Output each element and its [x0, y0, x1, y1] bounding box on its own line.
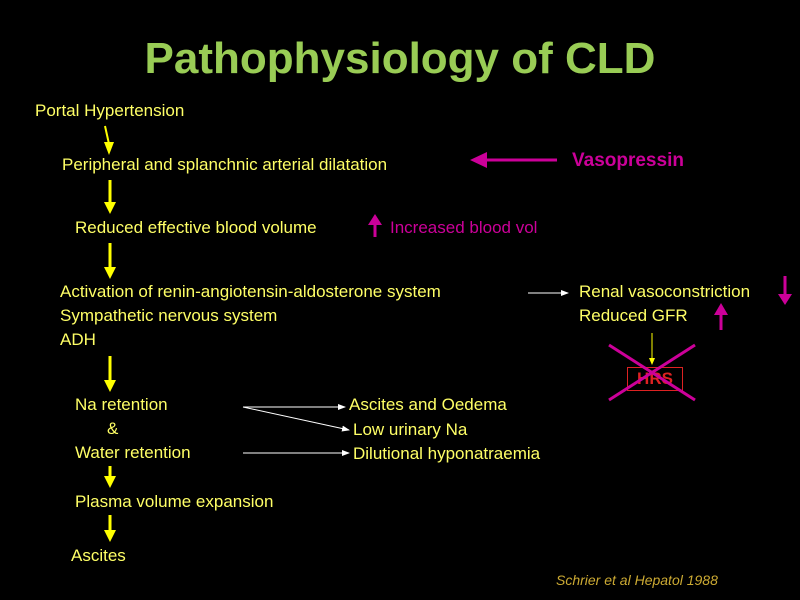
- flow-arrow-retention-to-plasma: [104, 466, 116, 488]
- renal-vasoconstriction-text: Renal vasoconstriction: [579, 282, 751, 301]
- flow-arrow-portal-to-dilatation: [104, 125, 114, 155]
- hrs-label: HRS: [637, 369, 673, 388]
- arrow-na-to-low-urinary-na: [242, 406, 350, 432]
- reduced-blood-volume-text: Reduced effective blood volume: [75, 218, 317, 237]
- flow-arrow-activation-to-retention: [104, 356, 116, 392]
- outcome-ascites-oedema: Ascites and Oedema: [349, 395, 507, 414]
- gfr-up-arrow-icon: [714, 303, 728, 330]
- slide-title: Pathophysiology of CLD: [144, 34, 656, 83]
- outcome-low-urinary-na: Low urinary Na: [353, 420, 468, 439]
- hrs-box: [627, 367, 683, 391]
- up-arrow-icon: [368, 214, 382, 237]
- citation: Schrier et al Hepatol 1988: [556, 572, 718, 588]
- vasopressin-arrow: [470, 152, 557, 168]
- arterial-dilatation-text: Peripheral and splanchnic arterial dilat…: [62, 155, 388, 174]
- flow-arrow-plasma-to-ascites: [104, 515, 116, 542]
- activation-line-1: Activation of renin-angiotensin-aldoster…: [60, 282, 441, 301]
- outcome-dilutional-hyponatraemia: Dilutional hyponatraemia: [353, 444, 541, 463]
- hrs-cross-icon: [608, 343, 696, 402]
- increased-blood-vol-label: Increased blood vol: [390, 218, 538, 237]
- plasma-expansion-text: Plasma volume expansion: [75, 492, 274, 511]
- activation-line-3: ADH: [60, 330, 96, 349]
- portal-hypertension-text: Portal Hypertension: [35, 101, 185, 120]
- vasopressin-label: Vasopressin: [572, 150, 684, 171]
- activation-line-2: Sympathetic nervous system: [60, 306, 278, 325]
- ascites-text: Ascites: [71, 546, 126, 565]
- arrow-gfr-to-hrs: [649, 333, 655, 365]
- na-retention-text: Na retention: [75, 395, 168, 414]
- water-retention-text: Water retention: [75, 443, 191, 462]
- flow-arrow-volume-to-activation: [104, 243, 116, 279]
- reduced-gfr-text: Reduced GFR: [579, 306, 688, 325]
- flow-arrow-dilatation-to-volume: [104, 180, 116, 214]
- ampersand-text: &: [107, 419, 119, 438]
- down-arrow-icon: [778, 276, 792, 305]
